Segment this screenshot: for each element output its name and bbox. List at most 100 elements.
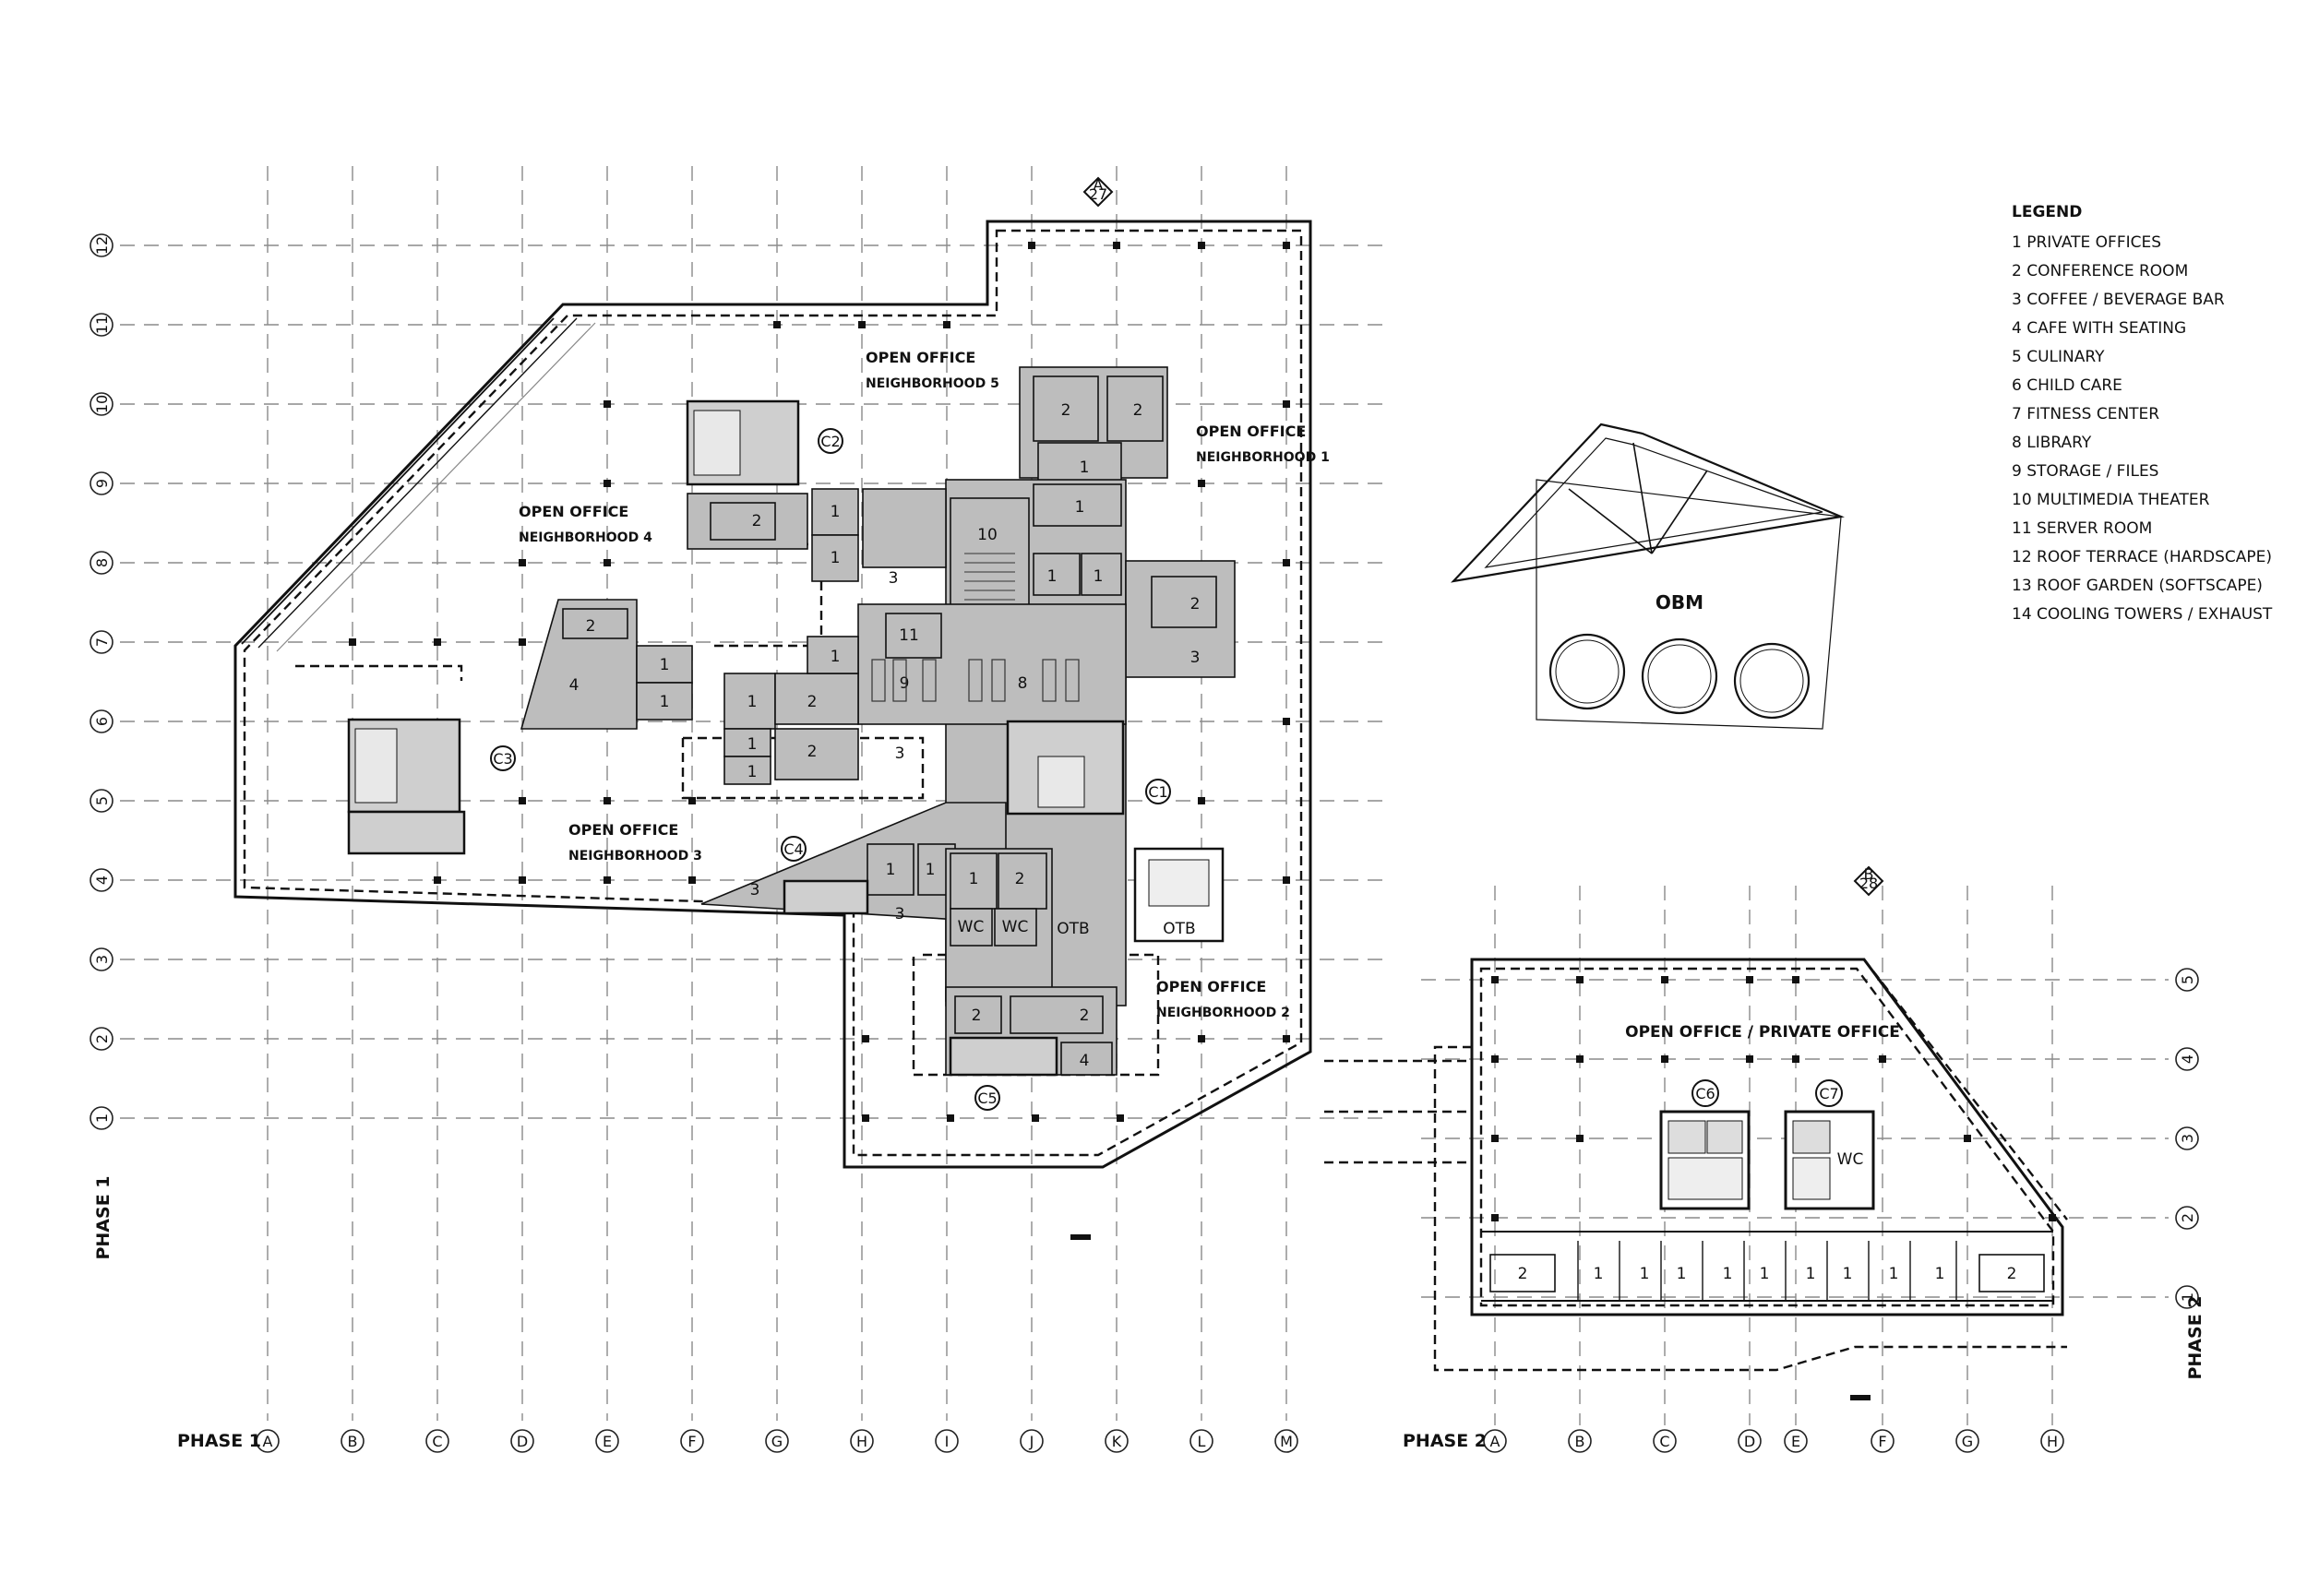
svg-text:1: 1 — [831, 503, 841, 521]
core-label: C2 — [820, 433, 840, 450]
legend-item: 8 LIBRARY — [2012, 434, 2092, 452]
core-label: C4 — [783, 840, 803, 858]
svg-text:2: 2 — [1080, 1006, 1090, 1025]
svg-text:1: 1 — [1594, 1265, 1604, 1283]
phase1-area-labels: OPEN OFFICE NEIGHBORHOOD 5 OPEN OFFICE N… — [519, 349, 1330, 1020]
svg-text:8: 8 — [1018, 674, 1028, 693]
svg-text:1: 1 — [1640, 1265, 1650, 1283]
phase1-row-bubbles: 1 2 3 4 5 6 7 8 9 10 11 12 — [90, 233, 114, 1130]
phase2-columns — [1491, 976, 2056, 1221]
svg-text:NEIGHBORHOOD 3: NEIGHBORHOOD 3 — [568, 849, 702, 864]
grid-row-label: 1 — [2179, 1292, 2196, 1302]
phase2-office-row: 2 2 1 1 1 1 1 1 1 1 1 — [1489, 1241, 2045, 1301]
grid-col-label: E — [1791, 1433, 1800, 1450]
obm-label: OBM — [1656, 591, 1703, 613]
svg-text:2: 2 — [1133, 401, 1143, 420]
legend-item: 5 CULINARY — [2012, 348, 2105, 366]
grid-row-label: 9 — [93, 479, 111, 488]
svg-text:2: 2 — [972, 1006, 982, 1025]
wc-label: WC — [1002, 918, 1029, 936]
phase2-side-label: PHASE 2 — [2185, 1295, 2205, 1379]
svg-text:3: 3 — [895, 744, 905, 763]
grid-row-label: 5 — [93, 796, 111, 805]
grid-row-label: 4 — [93, 875, 111, 885]
grid-col-label: E — [603, 1433, 612, 1450]
svg-text:OPEN OFFICE: OPEN OFFICE — [1196, 423, 1306, 440]
svg-text:1: 1 — [969, 870, 979, 888]
phase1-grid — [120, 166, 1384, 1421]
svg-text:1: 1 — [1760, 1265, 1770, 1283]
phase1-building-outline — [233, 220, 1472, 1169]
phase1-cores: C2 C3 C1 C4 C5 OTB — [347, 399, 1225, 1111]
grid-col-label: A — [1490, 1433, 1500, 1450]
grid-col-label: J — [1029, 1433, 1034, 1450]
svg-text:NEIGHBORHOOD 4: NEIGHBORHOOD 4 — [519, 530, 652, 545]
otb-label: OTB — [1057, 920, 1089, 938]
grid-col-label: H — [856, 1433, 867, 1450]
svg-text:1: 1 — [831, 648, 841, 666]
svg-text:B: B — [1864, 865, 1874, 883]
obm-plan: OBM — [1450, 423, 1845, 730]
svg-text:3: 3 — [750, 881, 760, 899]
legend-item: 13 ROOF GARDEN (SOFTSCAPE) — [2012, 577, 2263, 595]
svg-text:1: 1 — [747, 693, 758, 711]
wc-label: WC — [958, 918, 985, 936]
grid-col-label: G — [771, 1433, 783, 1450]
grid-col-label: L — [1198, 1433, 1206, 1450]
svg-text:2: 2 — [807, 743, 818, 761]
svg-text:28: 28 — [1859, 875, 1878, 892]
legend-item: 3 COFFEE / BEVERAGE BAR — [2012, 291, 2225, 309]
phase2-building-outline — [1433, 958, 2068, 1372]
legend-title: LEGEND — [2012, 203, 2083, 221]
legend-item: 11 SERVER ROOM — [2012, 519, 2153, 538]
svg-text:A: A — [1094, 176, 1104, 194]
svg-text:10: 10 — [977, 526, 998, 544]
grid-row-label: 6 — [93, 717, 111, 726]
grid-row-label: 1 — [93, 1114, 111, 1123]
grid-col-label: B — [348, 1433, 358, 1450]
svg-text:4: 4 — [569, 676, 580, 695]
svg-text:1: 1 — [747, 735, 758, 754]
phase2-row-bubbles: 1 2 3 4 5 — [2175, 968, 2199, 1309]
grid-col-label: F — [687, 1433, 696, 1450]
grid-row-label: 3 — [2179, 1134, 2196, 1143]
grid-col-label: C — [432, 1433, 442, 1450]
svg-text:1: 1 — [1075, 498, 1085, 517]
legend-item: 4 CAFE WITH SEATING — [2012, 319, 2187, 338]
core-label: C3 — [493, 750, 512, 768]
grid-col-label: K — [1112, 1433, 1122, 1450]
phase1-title: PHASE 1 — [177, 1431, 261, 1451]
legend-item: 6 CHILD CARE — [2012, 376, 2122, 395]
phase1-side-label: PHASE 1 — [93, 1175, 114, 1259]
grid-row-label: 2 — [93, 1034, 111, 1043]
phase2-title: PHASE 2 — [1403, 1431, 1487, 1451]
svg-text:4: 4 — [1080, 1052, 1090, 1070]
svg-text:2: 2 — [1518, 1265, 1528, 1283]
grid-col-label: C — [1659, 1433, 1669, 1450]
svg-text:3: 3 — [889, 569, 899, 588]
svg-text:2: 2 — [1190, 595, 1201, 613]
section-tick — [1850, 1395, 1871, 1400]
svg-text:2: 2 — [1015, 870, 1025, 888]
core-label: C1 — [1148, 783, 1167, 801]
legend-item: 9 STORAGE / FILES — [2012, 462, 2159, 481]
legend: LEGEND 1 PRIVATE OFFICES 2 CONFERENCE RO… — [2012, 198, 2289, 629]
svg-text:NEIGHBORHOOD 5: NEIGHBORHOOD 5 — [866, 376, 999, 391]
svg-text:NEIGHBORHOOD 1: NEIGHBORHOOD 1 — [1196, 450, 1330, 465]
svg-text:1: 1 — [660, 656, 670, 674]
grid-col-label: M — [1280, 1433, 1293, 1450]
svg-text:1: 1 — [1047, 567, 1058, 586]
phase2-area-label: OPEN OFFICE / PRIVATE OFFICE — [1625, 1023, 1900, 1042]
grid-col-label: F — [1878, 1433, 1886, 1450]
svg-text:2: 2 — [752, 512, 762, 530]
legend-item: 14 COOLING TOWERS / EXHAUST — [2012, 605, 2273, 624]
svg-text:OPEN OFFICE: OPEN OFFICE — [1156, 978, 1266, 995]
svg-text:9: 9 — [900, 674, 910, 693]
grid-row-label: 8 — [93, 558, 111, 567]
svg-text:2: 2 — [807, 693, 818, 711]
svg-text:OPEN OFFICE: OPEN OFFICE — [866, 349, 975, 366]
svg-text:1: 1 — [660, 693, 670, 711]
otb-label: OTB — [1163, 920, 1195, 938]
svg-text:1: 1 — [1094, 567, 1104, 586]
